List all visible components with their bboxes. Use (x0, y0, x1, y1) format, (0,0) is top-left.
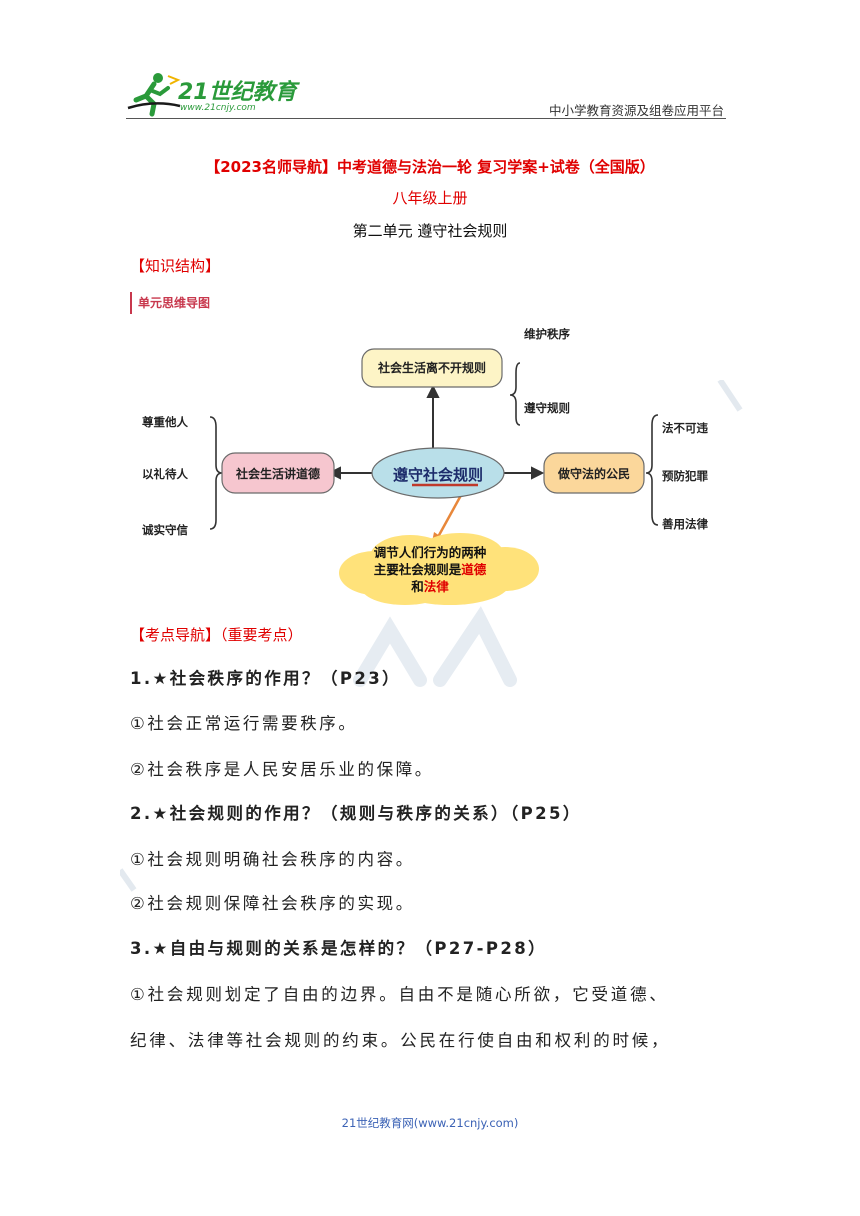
cloud-word-morality: 道德 (461, 562, 487, 577)
keypoints-label-main: 【考点导航】 (130, 626, 221, 644)
footer-link[interactable]: 21世纪教育网(www.21cnjy.com) (341, 1116, 519, 1130)
mindmap-left-child: 以礼待人 (142, 467, 188, 481)
document-title: 【2023名师导航】中考道德与法治一轮 复习学案+试卷（全国版） (205, 158, 655, 176)
mindmap-top-child: 维护秩序 (524, 327, 570, 341)
cloud-line-3: 和法律 (350, 578, 510, 595)
answer-1-1: ①社会正常运行需要秩序。 (130, 714, 358, 733)
mindmap-left-node: 社会生活讲道德 (235, 467, 320, 481)
grade-title: 八年级上册 (392, 189, 468, 207)
cloud-text: 调节人们行为的两种 主要社会规则是道德 和法律 (350, 544, 510, 595)
mindmap-center-node: 遵守社会规则 (392, 466, 483, 484)
answer-3-line-2: 纪律、法律等社会规则的约束。公民在行使自由和权利的时候， (130, 1031, 671, 1050)
mindmap-right-node: 做守法的公民 (557, 467, 630, 481)
mindmap-left-child: 诚实守信 (142, 523, 188, 537)
platform-name: 中小学教育资源及组卷应用平台 (548, 103, 724, 118)
keypoints-label-note: （重要考点） (220, 626, 303, 644)
mindmap-top-node: 社会生活离不开规则 (377, 361, 486, 375)
cloud-line-2-prefix: 主要社会规则是 (373, 562, 462, 577)
mindmap-header: 单元思维导图 (130, 292, 210, 314)
logo-title: 21世纪教育 (178, 80, 297, 105)
mindmap-right-child: 法不可违 (662, 421, 708, 435)
runner-logo-icon (127, 73, 181, 117)
logo-url: www.21cnjy.com (180, 103, 256, 113)
cloud-line-2: 主要社会规则是道德 (350, 561, 510, 578)
question-2: 2.★社会规则的作用？（规则与秩序的关系）（P25） (130, 804, 582, 823)
answer-3-line-1: ①社会规则划定了自由的边界。自由不是随心所欲，它受道德、 (130, 985, 669, 1004)
mindmap-right-child: 预防犯罪 (662, 469, 708, 483)
answer-2-1: ①社会规则明确社会秩序的内容。 (130, 850, 415, 869)
mindmap-right-child: 善用法律 (662, 517, 708, 531)
cloud-word-law: 法律 (423, 579, 449, 594)
answer-1-2: ②社会秩序是人民安居乐业的保障。 (130, 760, 434, 779)
mindmap-left-child: 尊重他人 (142, 415, 188, 429)
mindmap-diagram (209, 348, 659, 605)
question-1: 1.★社会秩序的作用？（P23） (130, 669, 401, 688)
keypoints-label: 【考点导航】（重要考点） (130, 624, 303, 645)
question-3: 3.★自由与规则的关系是怎样的？（P27-P28） (130, 939, 547, 958)
mindmap-top-child: 遵守规则 (524, 401, 570, 415)
answer-2-2: ②社会规则保障社会秩序的实现。 (130, 894, 415, 913)
watermark-graphic (120, 380, 743, 892)
cloud-line-3-prefix: 和 (411, 579, 424, 594)
cloud-line-1: 调节人们行为的两种 (373, 545, 487, 560)
logo (124, 70, 294, 122)
header-divider (126, 118, 726, 119)
unit-title: 第二单元 遵守社会规则 (352, 222, 508, 240)
knowledge-structure-label: 【知识结构】 (130, 257, 221, 275)
